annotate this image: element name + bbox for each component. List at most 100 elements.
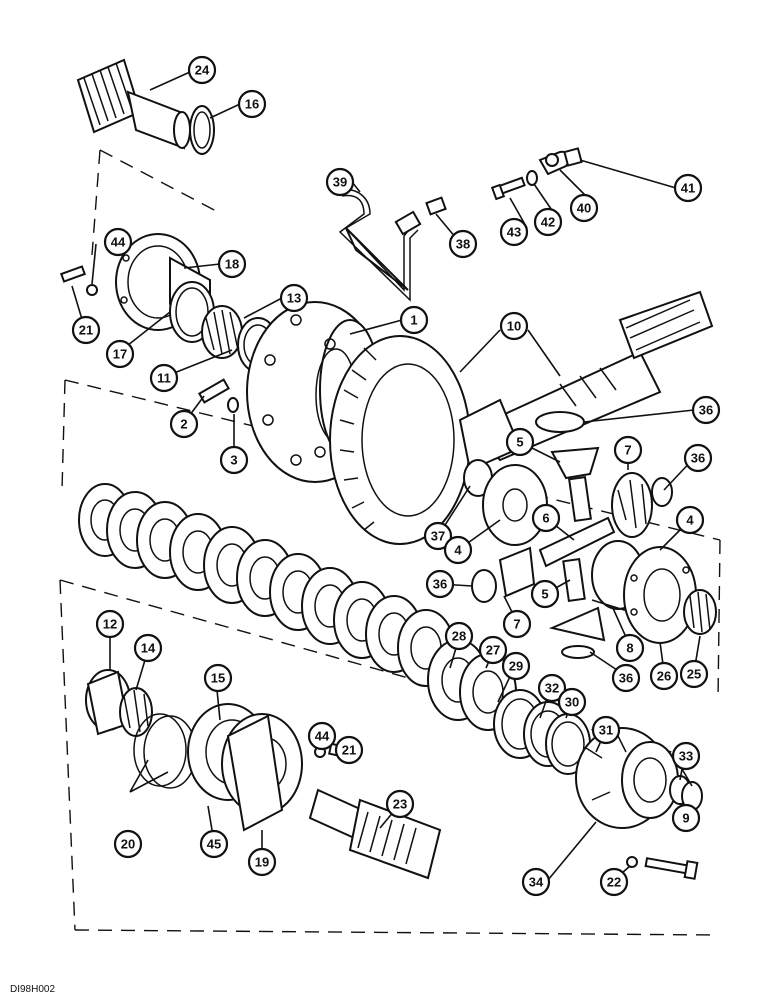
callout-label: 36 — [433, 577, 447, 592]
callout-label: 9 — [682, 811, 689, 826]
callout-circle — [591, 715, 621, 745]
callout-1: 1 — [399, 305, 429, 335]
splined-shaft-24 — [76, 58, 215, 155]
callout-label: 41 — [681, 181, 695, 196]
callout-label: 22 — [607, 875, 621, 890]
callout-20: 20 — [113, 829, 143, 859]
callout-circle — [569, 193, 599, 223]
callout-label: 28 — [452, 629, 466, 644]
callout-42: 42 — [533, 207, 563, 237]
callout-label: 17 — [113, 347, 127, 362]
right-hub-assembly — [545, 713, 703, 880]
callout-41: 41 — [673, 173, 703, 203]
callout-circle — [103, 227, 133, 257]
callout-14: 14 — [133, 633, 163, 663]
callout-label: 45 — [207, 837, 221, 852]
callout-10: 10 — [499, 311, 529, 341]
callout-circle — [325, 167, 355, 197]
callout-label: 13 — [287, 291, 301, 306]
callout-circle — [95, 609, 125, 639]
callout-circle — [425, 569, 455, 599]
callout-circle — [530, 579, 560, 609]
callout-7: 7 — [502, 609, 532, 639]
callout-40: 40 — [569, 193, 599, 223]
callout-circle — [105, 339, 135, 369]
callout-36: 36 — [691, 395, 721, 425]
callout-label: 32 — [545, 681, 559, 696]
callout-8: 8 — [615, 633, 645, 663]
callout-label: 7 — [624, 443, 631, 458]
callout-label: 19 — [255, 855, 269, 870]
callout-circle — [203, 663, 233, 693]
callout-label: 6 — [542, 511, 549, 526]
callout-label: 2 — [180, 417, 187, 432]
callout-label: 4 — [686, 513, 694, 528]
callout-13: 13 — [279, 283, 309, 313]
callout-28: 28 — [444, 621, 474, 651]
callout-38: 38 — [448, 229, 478, 259]
callout-circle — [683, 443, 713, 473]
callout-label: 36 — [691, 451, 705, 466]
callout-label: 38 — [456, 237, 470, 252]
callout-21: 21 — [71, 315, 101, 345]
callout-label: 14 — [141, 641, 156, 656]
callout-circle — [71, 315, 101, 345]
callout-label: 31 — [599, 723, 613, 738]
callout-label: 23 — [393, 797, 407, 812]
callout-circle — [219, 445, 249, 475]
callout-label: 27 — [486, 643, 500, 658]
callout-36: 36 — [611, 663, 641, 693]
callout-24: 24 — [187, 55, 217, 85]
callout-circle — [279, 283, 309, 313]
callout-label: 34 — [529, 875, 544, 890]
callout-circle — [537, 673, 567, 703]
callout-circle — [502, 609, 532, 639]
callout-label: 29 — [509, 659, 523, 674]
callout-label: 3 — [230, 453, 237, 468]
callout-circle — [557, 687, 587, 717]
callout-circle — [247, 847, 277, 877]
callout-label: 18 — [225, 257, 239, 272]
callout-2: 2 — [169, 409, 199, 439]
callout-label: 20 — [121, 837, 135, 852]
callout-label: 36 — [699, 403, 713, 418]
callout-circle — [499, 217, 529, 247]
callout-circle — [169, 409, 199, 439]
callout-circle — [611, 663, 641, 693]
callout-4: 4 — [675, 505, 705, 535]
callout-circle — [448, 229, 478, 259]
callout-circle — [613, 435, 643, 465]
callout-12: 12 — [95, 609, 125, 639]
callout-circle — [199, 829, 229, 859]
callout-label: 7 — [513, 617, 520, 632]
callout-circle — [423, 521, 453, 551]
callout-circle — [187, 55, 217, 85]
callout-circle — [307, 721, 337, 751]
callout-26: 26 — [649, 661, 679, 691]
callout-23: 23 — [385, 789, 415, 819]
callout-19: 19 — [247, 847, 277, 877]
callout-30: 30 — [557, 687, 587, 717]
callout-circle — [113, 829, 143, 859]
callout-label: 24 — [195, 63, 210, 78]
callout-circle — [679, 659, 709, 689]
callout-label: 5 — [541, 587, 548, 602]
callout-43: 43 — [499, 217, 529, 247]
callout-circle — [671, 741, 701, 771]
callout-25: 25 — [679, 659, 709, 689]
callout-label: 36 — [619, 671, 633, 686]
callout-label: 39 — [333, 175, 347, 190]
callout-4: 4 — [443, 535, 473, 565]
callout-32: 32 — [537, 673, 567, 703]
callout-label: 30 — [565, 695, 579, 710]
callout-6: 6 — [531, 503, 561, 533]
callout-36: 36 — [683, 443, 713, 473]
callout-44: 44 — [103, 227, 133, 257]
callout-18: 18 — [217, 249, 247, 279]
callout-label: 33 — [679, 749, 693, 764]
lube-pipe-39 — [335, 188, 447, 302]
callout-16: 16 — [237, 89, 267, 119]
callout-45: 45 — [199, 829, 229, 859]
callout-7: 7 — [613, 435, 643, 465]
